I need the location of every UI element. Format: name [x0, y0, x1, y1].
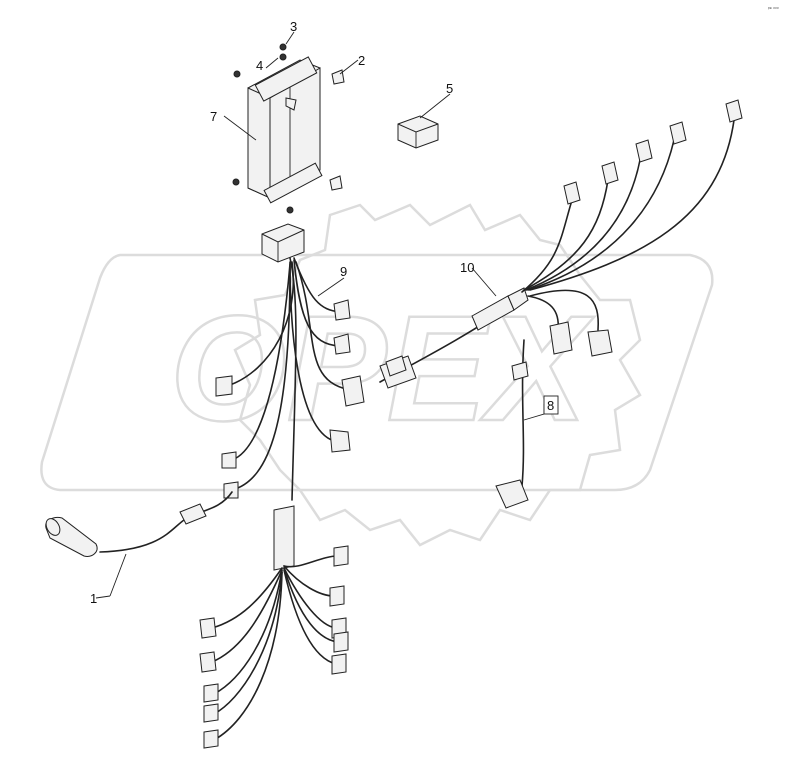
callout-3: 3 [290, 19, 297, 34]
watermark-logo: OPEX [40, 203, 714, 547]
callout-1: 1 [90, 591, 97, 606]
callout-8-box [543, 395, 559, 415]
callout-10: 10 [460, 260, 474, 275]
watermark-plate [40, 253, 714, 492]
bracket-8 [495, 339, 529, 509]
harness-9 [199, 257, 365, 749]
main-connector [261, 223, 305, 263]
harness-10 [379, 99, 743, 389]
callout-4: 4 [256, 58, 263, 73]
callout-5: 5 [446, 81, 453, 96]
callout-8: 8 [547, 398, 554, 413]
watermark-gear [233, 203, 642, 547]
callout-2: 2 [358, 53, 365, 68]
control-module [232, 43, 345, 214]
sensor-1 [45, 491, 233, 557]
callout-labels: 1 2 3 4 5 7 8 9 10 [90, 19, 559, 606]
corner-mark: ᵖᵉ ᵒᵒᵒ [768, 6, 779, 12]
relay [397, 115, 439, 149]
callout-9: 9 [340, 264, 347, 279]
callout-7: 7 [210, 109, 217, 124]
